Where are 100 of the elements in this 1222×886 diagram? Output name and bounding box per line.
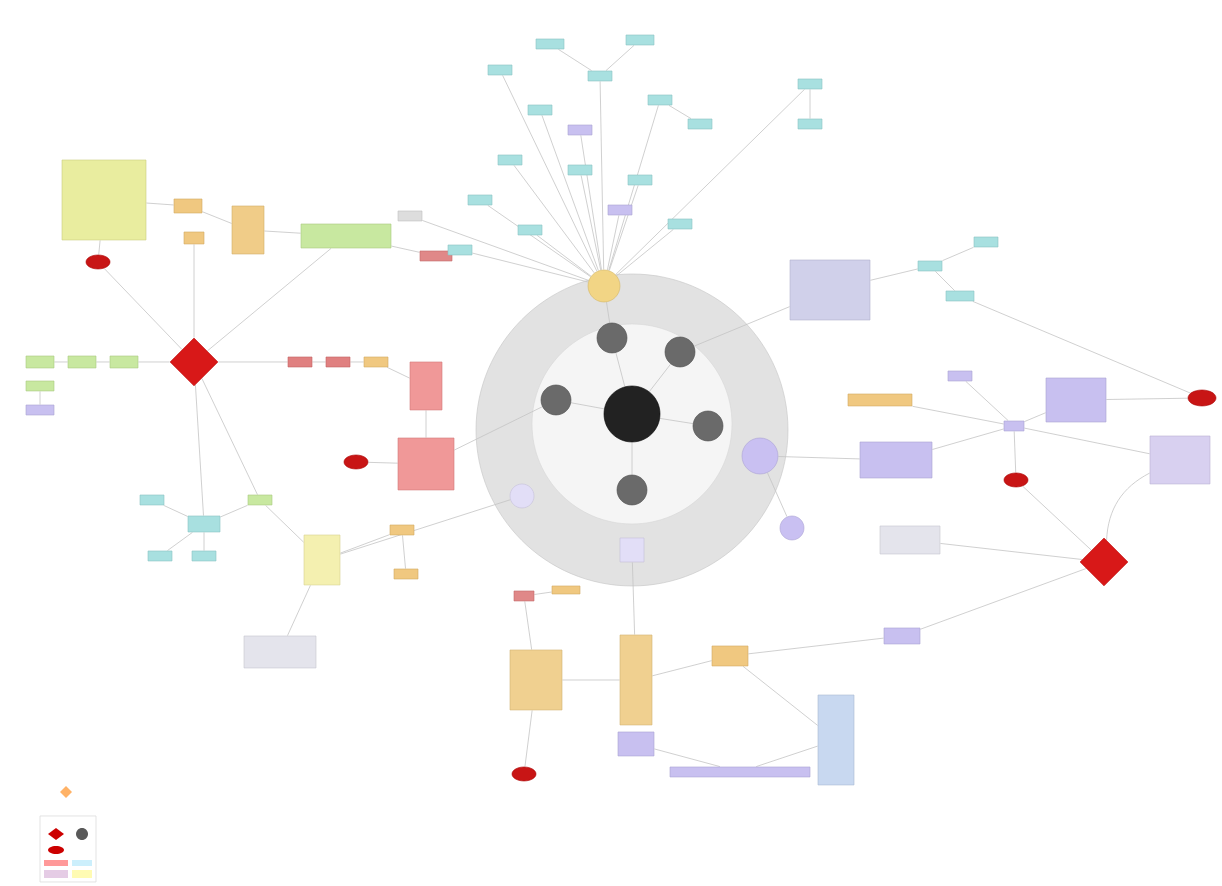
connector-line: [742, 666, 818, 726]
process-box: [139, 494, 165, 506]
process-box: [667, 218, 693, 230]
process-box: [325, 356, 351, 368]
connector-line: [748, 637, 884, 655]
connector-line: [1024, 412, 1046, 423]
process-box: [147, 550, 173, 562]
process-box: [25, 355, 55, 369]
connector-line: [541, 115, 599, 271]
circle-node: [509, 483, 535, 509]
process-box: [389, 524, 415, 536]
process-box: [859, 441, 933, 479]
process-box: [247, 494, 273, 506]
process-box: [363, 356, 389, 368]
process-box: [61, 159, 147, 241]
decision-diamond: [169, 337, 219, 387]
process-box: [509, 649, 563, 711]
connector-line: [1022, 485, 1092, 551]
connector-line: [615, 89, 805, 275]
connector-line: [608, 185, 639, 271]
process-box: [587, 70, 613, 82]
connector-line: [202, 211, 232, 224]
circle-node: [587, 269, 621, 303]
connector-line: [615, 352, 626, 387]
connector-line: [755, 745, 818, 767]
connector-line: [1106, 472, 1150, 541]
process-box: [25, 404, 55, 416]
connector-line: [778, 456, 860, 460]
connector-line: [487, 205, 591, 278]
process-box: [1045, 377, 1107, 423]
terminal-ellipse: [343, 454, 369, 470]
connector-line: [524, 601, 533, 650]
process-box: [25, 380, 55, 392]
process-box: [847, 393, 913, 407]
process-box: [627, 174, 653, 186]
connector-line: [570, 402, 605, 410]
process-box: [879, 525, 941, 555]
connector-line: [264, 230, 301, 234]
process-box: [303, 534, 341, 586]
process-box: [419, 250, 453, 262]
process-box: [397, 437, 455, 491]
process-box: [409, 361, 443, 411]
connector-line: [502, 75, 598, 272]
process-box: [487, 64, 513, 76]
process-box: [711, 645, 749, 667]
process-box: [945, 290, 975, 302]
process-box: [883, 627, 921, 645]
connector-line: [605, 45, 635, 71]
terminal-ellipse: [1187, 389, 1217, 407]
connector-line: [146, 202, 174, 206]
process-box: [817, 694, 855, 786]
connector-line: [965, 381, 1009, 421]
process-box: [797, 118, 823, 130]
connector-line: [103, 268, 183, 350]
process-box: [551, 585, 581, 595]
connector-line: [206, 248, 332, 352]
terminal-ellipse: [85, 254, 111, 270]
process-box: [917, 260, 943, 272]
process-box: [513, 590, 535, 602]
process-box: [973, 236, 999, 248]
connector-line: [98, 240, 101, 255]
connector-line: [940, 543, 1083, 560]
process-box: [497, 154, 523, 166]
process-box: [625, 34, 655, 46]
connector-line: [340, 534, 390, 554]
connector-line: [534, 591, 552, 595]
process-box: [947, 370, 973, 382]
connector-line: [220, 504, 248, 518]
process-box: [619, 634, 653, 726]
connector-line: [607, 215, 620, 271]
process-box: [789, 259, 871, 321]
connector-line: [265, 505, 304, 543]
connector-line: [942, 246, 974, 262]
connector-line: [201, 378, 258, 495]
process-box: [619, 537, 645, 563]
connector-line: [972, 301, 1191, 394]
process-box: [287, 356, 313, 368]
connector-line: [513, 165, 595, 274]
process-box: [687, 118, 713, 130]
connector-line: [536, 235, 592, 277]
process-box: [617, 731, 655, 757]
connector-line: [580, 175, 602, 271]
process-box: [647, 94, 673, 106]
connector-line: [524, 710, 533, 767]
connector-line: [870, 268, 918, 281]
connector-line: [422, 220, 589, 281]
process-box: [447, 244, 473, 256]
connector-line: [580, 135, 602, 271]
connector-line: [454, 406, 543, 451]
connector-line: [649, 363, 671, 392]
circle-node: [540, 384, 572, 416]
connector-line: [693, 306, 790, 347]
process-box: [797, 78, 823, 90]
process-box: [67, 355, 97, 369]
connector-line: [652, 660, 712, 677]
circle-node: [741, 437, 779, 475]
process-box: [187, 515, 221, 533]
circle-node: [664, 336, 696, 368]
process-box: [183, 231, 205, 245]
connector-line: [386, 367, 410, 379]
